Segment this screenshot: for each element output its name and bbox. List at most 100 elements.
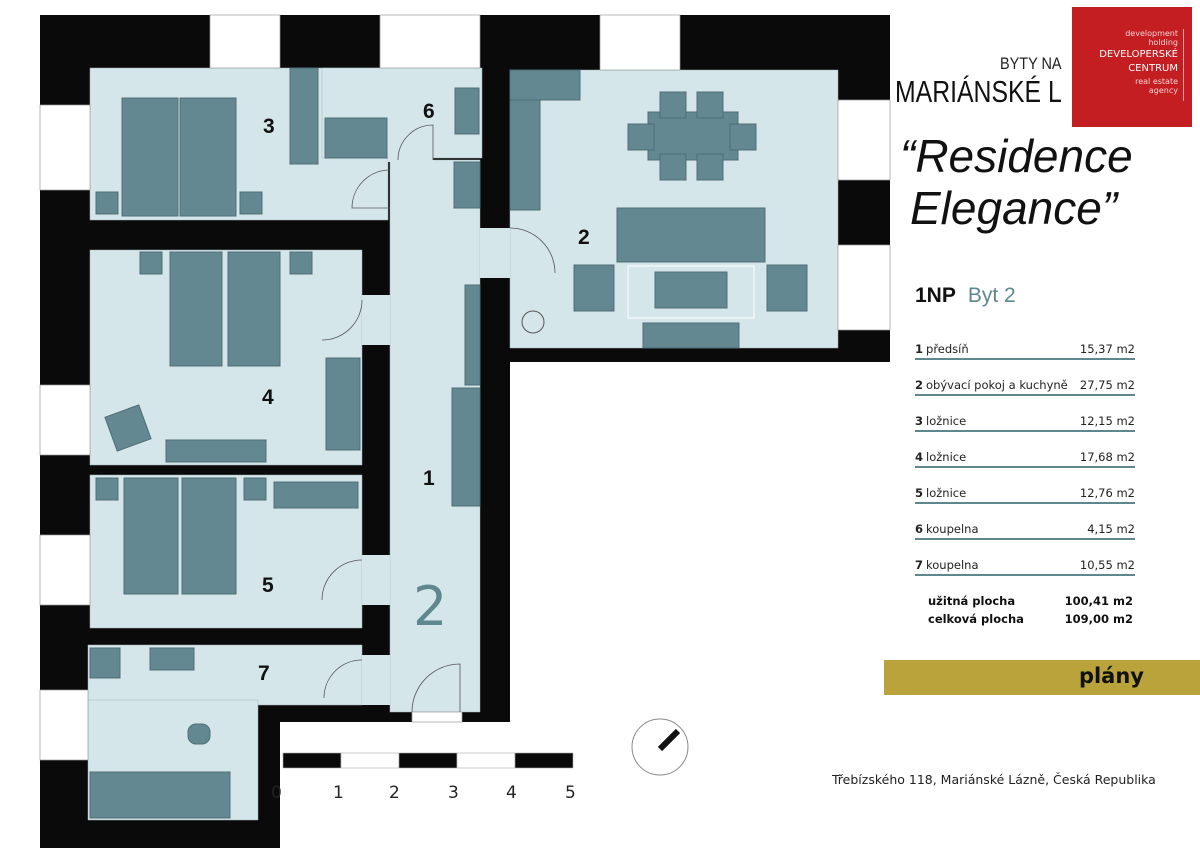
logo-text: holding	[1148, 38, 1178, 47]
room-name: koupelna	[926, 558, 979, 572]
wardrobe	[289, 67, 319, 165]
plans-banner: plány	[884, 660, 1200, 695]
room-num: 2	[915, 378, 924, 392]
toilet	[187, 723, 211, 745]
room-area: 27,75 m2	[1079, 378, 1135, 392]
room-name: koupelna	[926, 522, 979, 536]
room-num: 4	[915, 450, 924, 464]
coffee-table	[654, 271, 728, 309]
header-line1: BYTY NA	[1000, 54, 1062, 73]
window	[837, 99, 891, 181]
area-totals: užitná plocha 100,41 m2 celková plocha 109…	[928, 594, 1133, 630]
scale-label: 1	[333, 783, 344, 803]
window	[379, 14, 481, 69]
wardrobe	[325, 357, 361, 451]
room-label-4: 4	[262, 386, 274, 409]
room-label-7: 7	[258, 662, 270, 685]
dining-table	[647, 111, 739, 161]
bathtub	[89, 771, 231, 819]
logo-text: agency	[1148, 86, 1178, 95]
scale-label: 0	[271, 783, 282, 803]
bed	[181, 477, 237, 595]
total-area-label: celková plocha	[928, 612, 1024, 626]
kitchen-counter	[509, 69, 581, 101]
room-area: 12,15 m2	[1079, 414, 1135, 428]
lamp-icon	[521, 310, 545, 334]
window	[39, 534, 91, 606]
usable-area-value: 100,41 m2	[1064, 594, 1133, 608]
bed	[121, 97, 179, 217]
scale-bar	[282, 752, 574, 769]
apartment-number: 2	[413, 575, 447, 638]
project-title: “Residence Elegance”	[900, 130, 1133, 234]
room-num: 7	[915, 558, 924, 572]
room-area: 15,37 m2	[1079, 342, 1135, 356]
armchair	[573, 264, 615, 312]
room-area: 10,55 m2	[1079, 558, 1135, 572]
window	[39, 689, 89, 761]
room-label-5: 5	[262, 574, 274, 597]
room-num: 3	[915, 414, 924, 428]
apartment-label: Byt 2	[967, 284, 1016, 307]
room-area: 12,76 m2	[1079, 486, 1135, 500]
armchair	[766, 264, 808, 312]
room-num: 1	[915, 342, 924, 356]
furniture	[89, 67, 808, 819]
title-line1: “Residence	[900, 130, 1133, 182]
bed	[179, 97, 237, 217]
company-logo: development holding DEVELOPERSKÉ CENTRUM…	[1072, 7, 1192, 127]
room-name: předsíň	[926, 342, 969, 356]
armchair	[104, 404, 152, 452]
logo-text: DEVELOPERSKÉ	[1099, 49, 1178, 60]
room-name: ložnice	[926, 486, 967, 500]
logo-text: real estate	[1135, 77, 1178, 86]
room-label-2: 2	[578, 226, 590, 249]
title-line2: Elegance”	[910, 182, 1118, 234]
scale-label: 4	[506, 783, 517, 803]
bed	[123, 477, 179, 595]
bed	[169, 251, 223, 367]
window	[39, 384, 91, 456]
bathtub	[324, 117, 388, 159]
window	[39, 104, 91, 191]
header-line2: MARIÁNSKÉ L	[895, 74, 1062, 109]
logo-text: development	[1125, 29, 1178, 38]
usable-area-label: užitná plocha	[928, 594, 1016, 608]
plans-label: plány	[1078, 664, 1144, 688]
scale-label: 5	[565, 783, 576, 803]
floor-level: 1NP	[915, 284, 956, 307]
room-num: 5	[915, 486, 924, 500]
room-7-top	[87, 644, 363, 706]
entrance-door	[411, 711, 463, 723]
window	[209, 14, 281, 69]
room-num: 6	[915, 522, 924, 536]
room-name: ložnice	[926, 450, 967, 464]
room-area: 4,15 m2	[1087, 522, 1135, 536]
scale-label: 2	[389, 783, 400, 803]
window	[837, 244, 891, 331]
wardrobe	[273, 481, 359, 509]
room-label-1: 1	[423, 467, 435, 490]
address: Třebízského 118, Mariánské Lázně, Česká …	[832, 772, 1156, 787]
room-area: 17,68 m2	[1079, 450, 1135, 464]
total-area-value: 109,00 m2	[1064, 612, 1133, 626]
scale-label: 3	[448, 783, 459, 803]
window	[599, 14, 681, 71]
room-label-6: 6	[423, 100, 435, 123]
tv-unit	[642, 322, 740, 349]
bed	[227, 251, 281, 367]
north-arrow-icon	[631, 718, 689, 776]
logo-text: CENTRUM	[1128, 63, 1178, 74]
room-name: ložnice	[926, 414, 967, 428]
room-name: obývací pokoj a kuchyně	[926, 378, 1068, 392]
sofa	[616, 207, 766, 263]
